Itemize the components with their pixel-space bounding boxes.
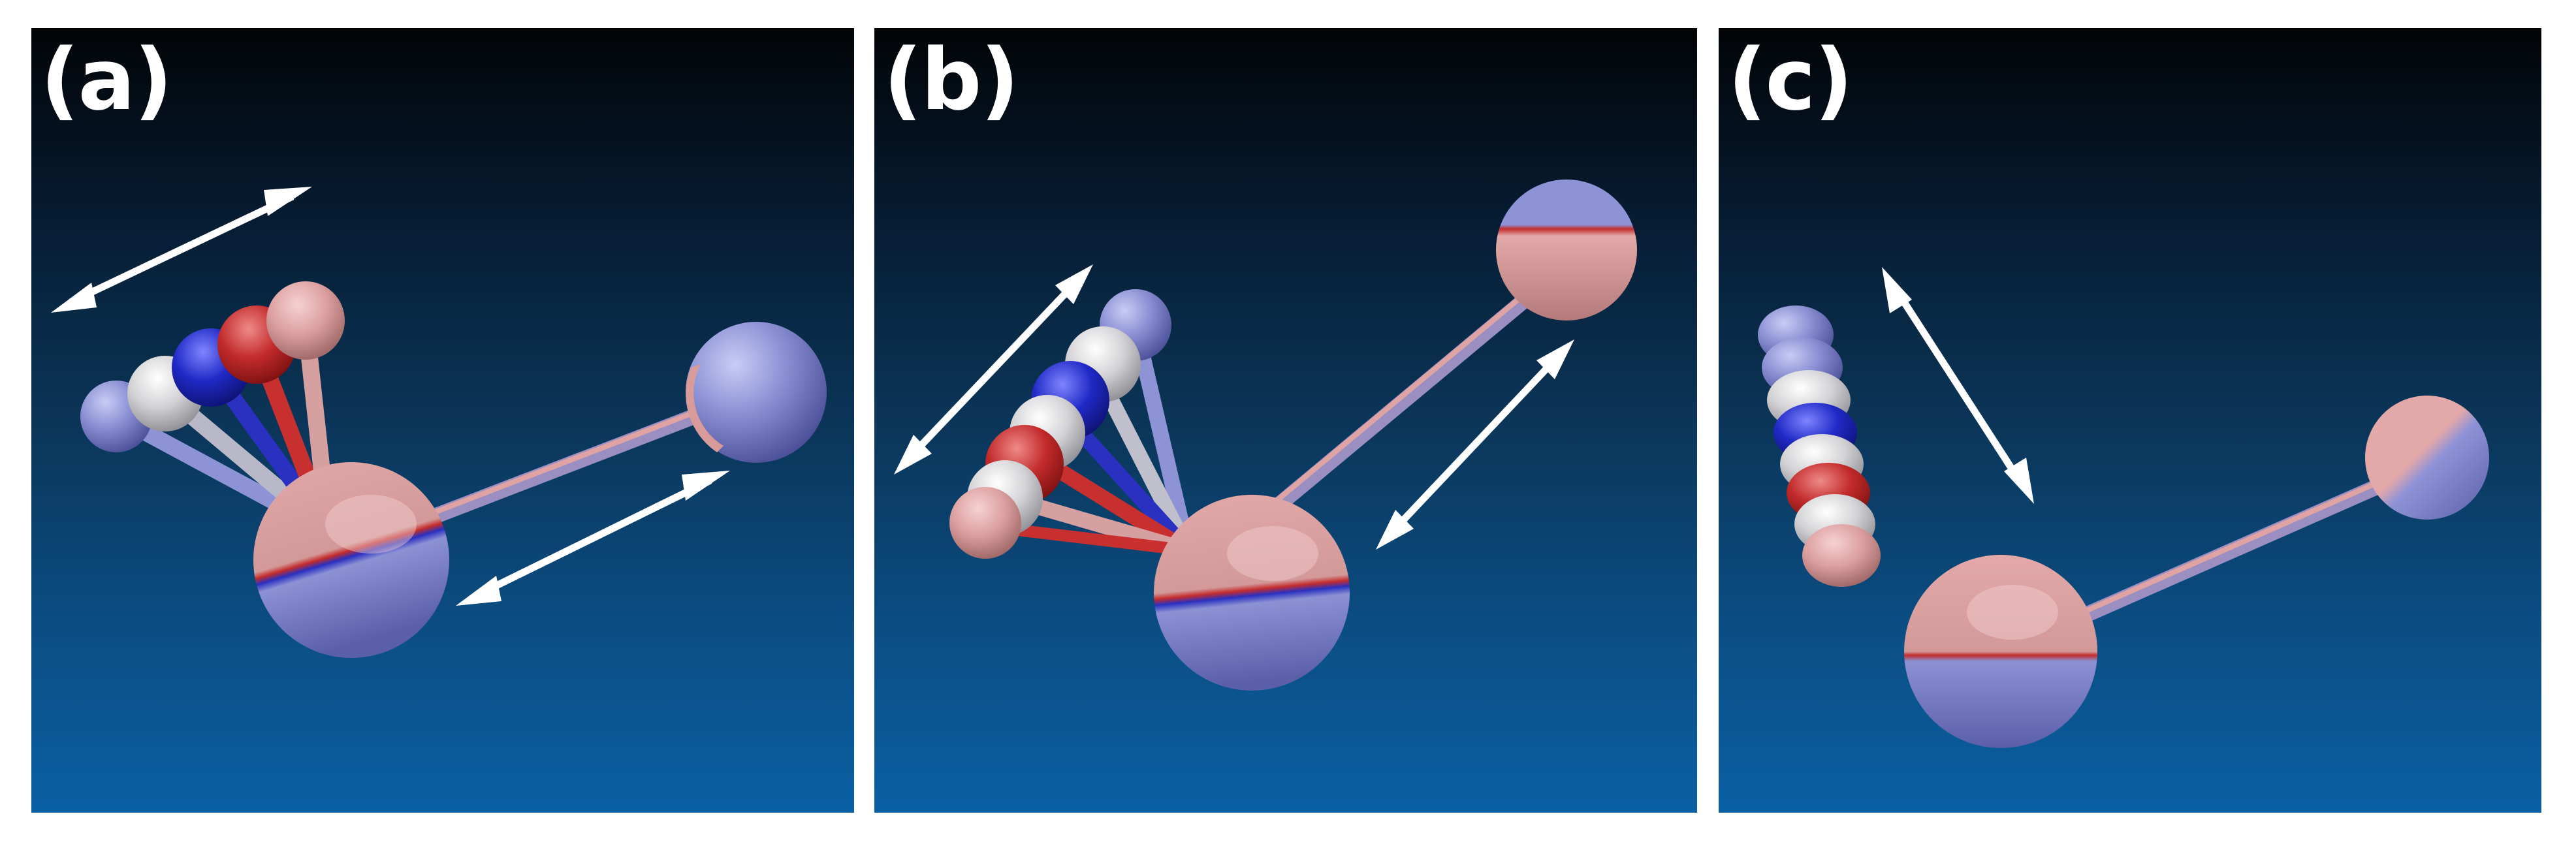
hub-sphere [1904,555,2097,748]
fan-spheres [949,289,1171,559]
panel-label: (a) [40,30,173,129]
hub-sphere [1154,495,1350,691]
bond [389,392,744,539]
bond [1252,268,1561,529]
bond [2076,464,2419,623]
panel-b: (b) [874,28,1697,813]
atom-sphere [2365,396,2489,520]
molecule-scene-c [1758,267,2489,748]
panel-c: (c) [1719,28,2541,813]
double-headed-arrow-icon [51,187,312,313]
panel-a: (a) [31,28,854,813]
double-headed-arrow-icon [1882,267,2034,504]
hub-sphere [253,462,449,658]
fan-spheres [80,281,345,452]
atom-sphere [1496,180,1637,320]
panel-label: (c) [1728,30,1853,129]
double-headed-arrow-icon [456,471,730,606]
molecule-scene-a [51,187,827,658]
double-headed-arrow-icon [894,264,1093,475]
panel-label: (b) [883,30,1019,129]
stacked-spheres [1758,305,1881,587]
double-headed-arrow-icon [1376,339,1574,550]
molecule-scene-b [894,180,1637,691]
atom-sphere [686,322,827,463]
